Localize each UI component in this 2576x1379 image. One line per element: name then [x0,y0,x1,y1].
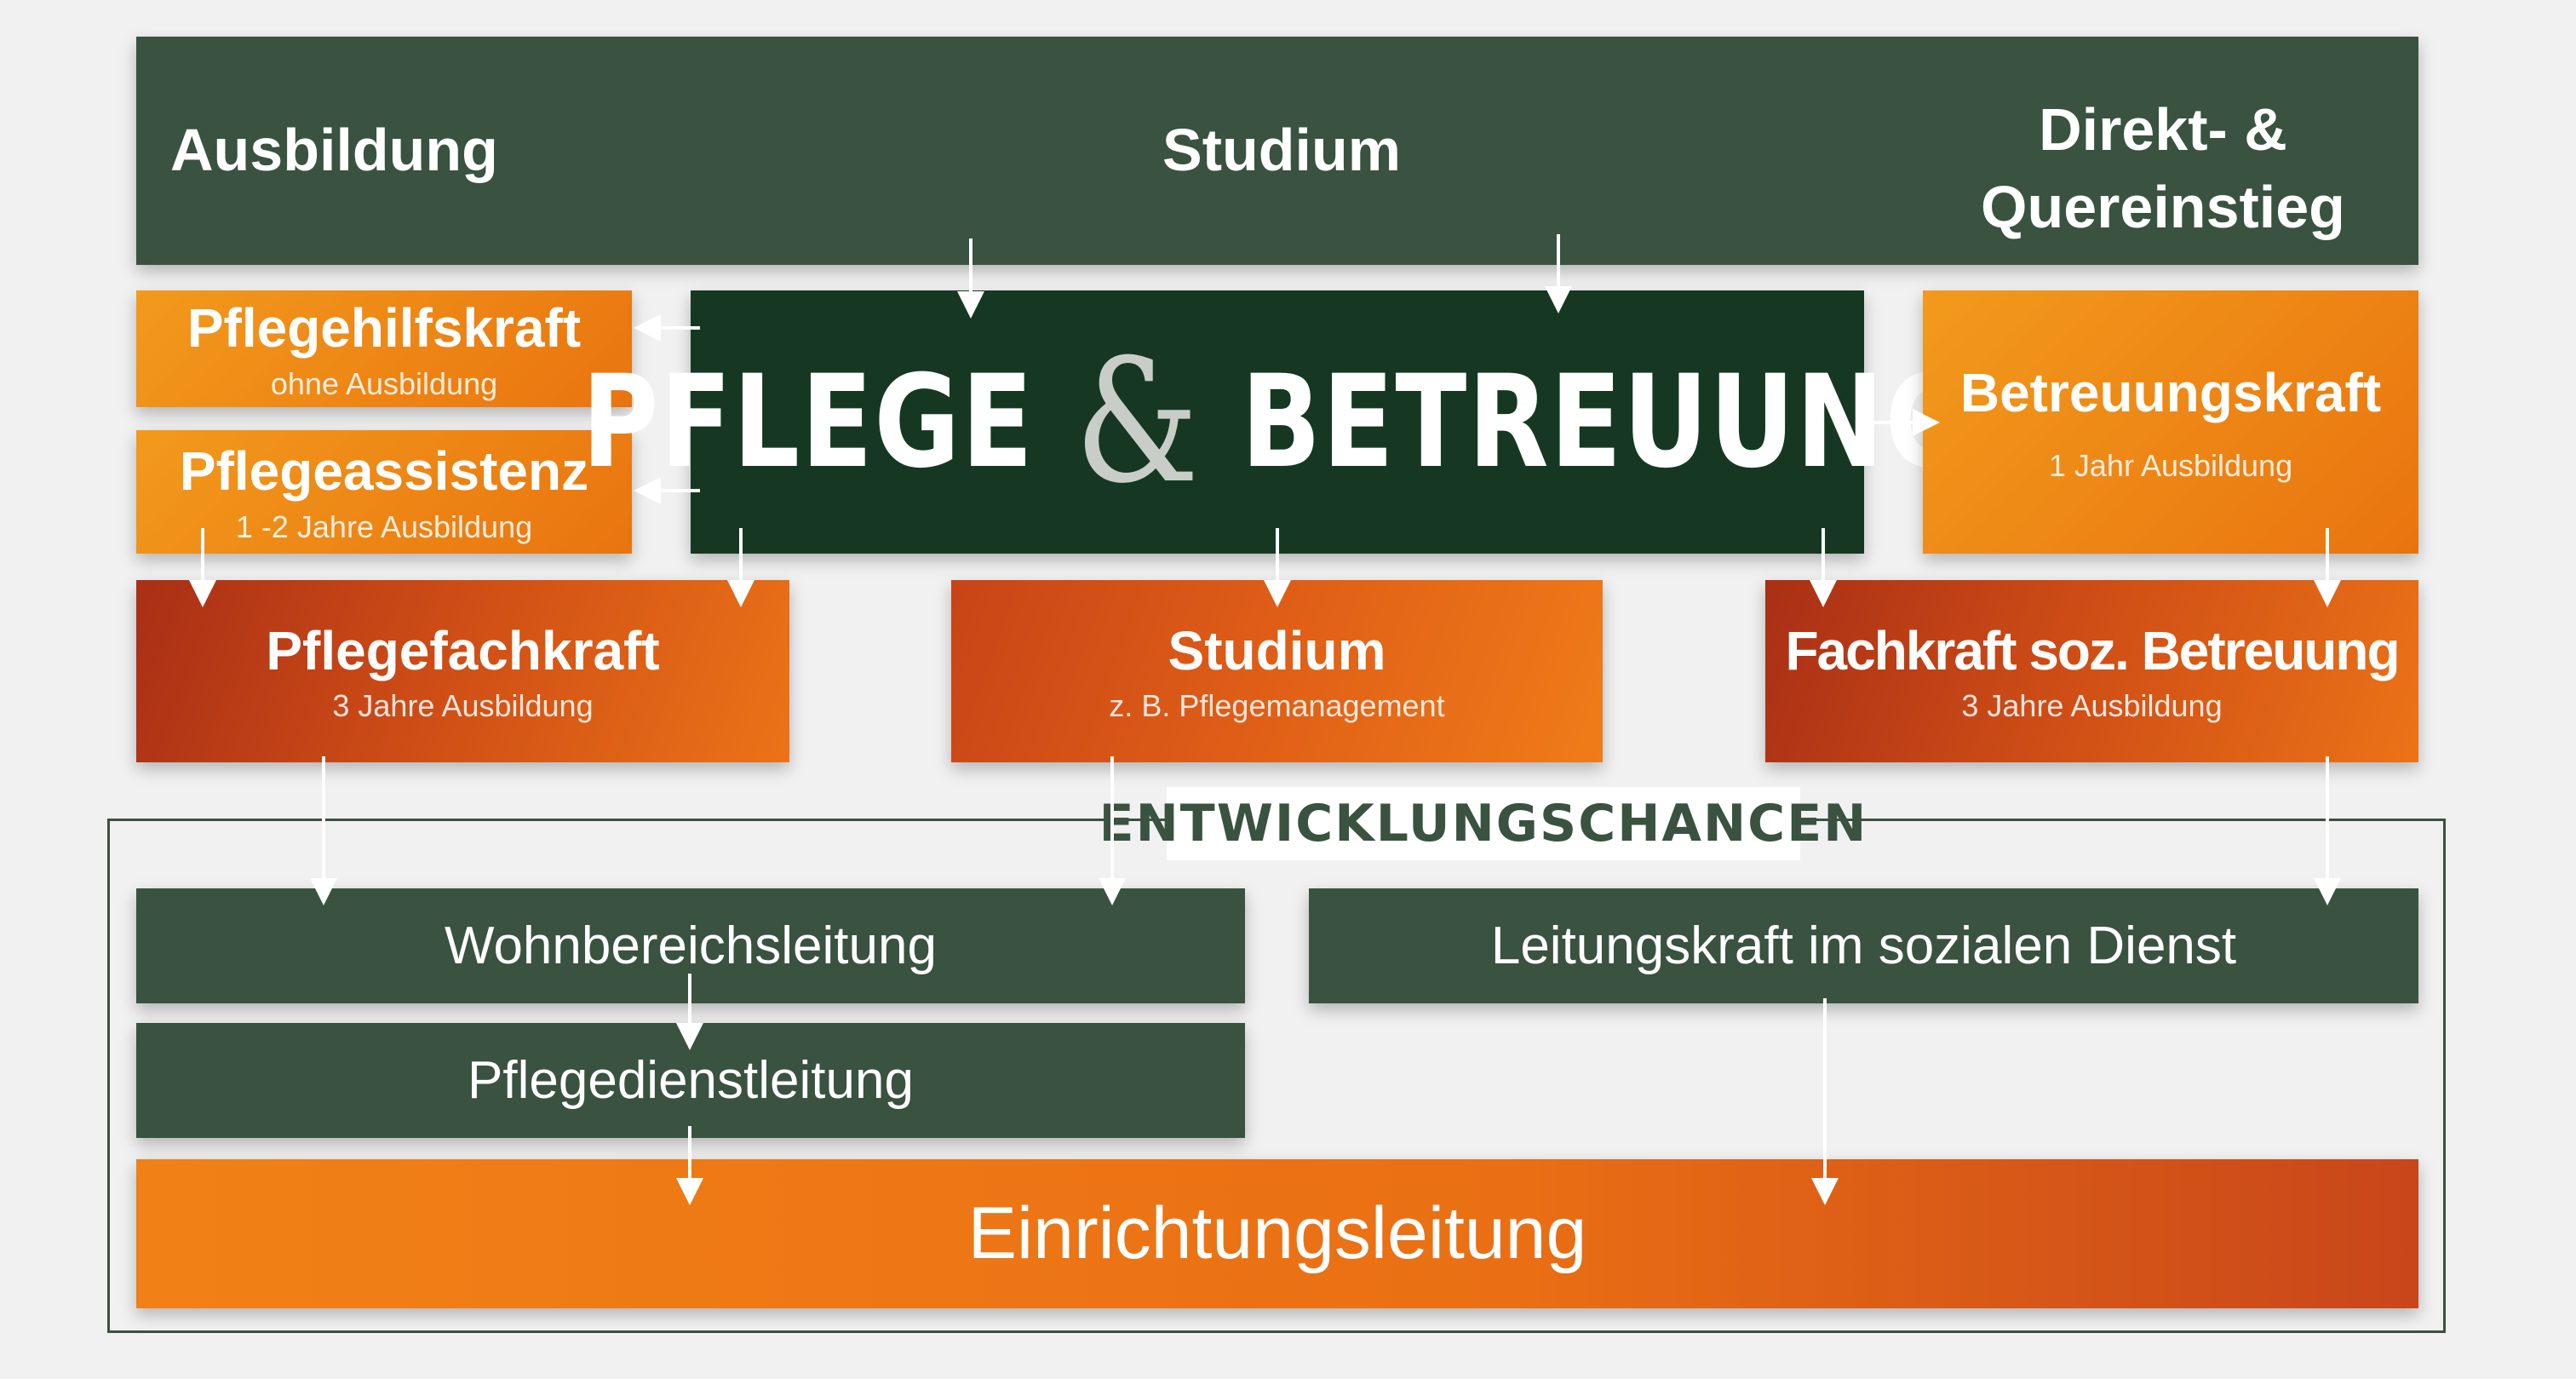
section-label-entwicklungschancen: ENTWICKLUNGSCHANCEN [1099,787,1866,860]
studium-sub: z. B. Pflegemanagement [1109,688,1445,724]
box-studium: Studium z. B. Pflegemanagement [951,580,1603,762]
betreuungskraft-sub: 1 Jahr Ausbildung [2048,447,2293,483]
pflegefachkraft-sub: 3 Jahre Ausbildung [332,688,594,724]
center-pflege-betreuung: PFLEGE & BETREUUNG [582,290,1971,554]
header-direkt-line2: Quereinstieg [1981,174,2345,240]
box-leitungskraft: Leitungskraft im sozialen Dienst [1309,888,2418,1003]
box-pflegefachkraft: Pflegefachkraft 3 Jahre Ausbildung [136,580,789,762]
box-einrichtungsleitung: Einrichtungsleitung [136,1159,2418,1308]
box-wohnbereichsleitung: Wohnbereichsleitung [136,888,1245,1003]
header-ausbildung: Ausbildung [170,117,498,183]
center-title: PFLEGE & BETREUUNG [582,323,1973,521]
leitungskraft-label: Leitungskraft im sozialen Dienst [1490,916,2237,975]
box-fachkraft-soz-betreuung: Fachkraft soz. Betreuung 3 Jahre Ausbild… [1765,580,2418,762]
einrichtungsleitung-label: Einrichtungsleitung [967,1192,1587,1274]
box-pflegehilfskraft: Pflegehilfskraft ohne Ausbildung [136,290,632,407]
box-betreuungskraft: Betreuungskraft 1 Jahr Ausbildung [1923,290,2418,554]
studium-title: Studium [1168,619,1386,681]
pflegehilfskraft-title: Pflegehilfskraft [186,297,582,359]
fachkraft-sub: 3 Jahre Ausbildung [1961,688,2223,724]
pflegefachkraft-title: Pflegefachkraft [266,619,660,681]
header-studium: Studium [1162,117,1401,183]
pflegeassistenz-title: Pflegeassistenz [179,440,589,503]
box-pflegeassistenz: Pflegeassistenz 1 -2 Jahre Ausbildung [136,430,632,554]
pflegehilfskraft-sub: ohne Ausbildung [270,365,498,401]
pflegedienstleitung-label: Pflegedienstleitung [468,1051,914,1110]
center-ampersand: & [1075,323,1202,521]
header-direkt-quereinstieg: Direkt- & Quereinstieg [1942,91,2384,246]
center-word-pflege: PFLEGE [582,348,1035,497]
wohnbereichsleitung-label: Wohnbereichsleitung [445,916,937,975]
betreuungskraft-title: Betreuungskraft [1959,362,2382,424]
header-direkt-line1: Direkt- & [2039,96,2287,163]
center-word-betreuung: BETREUUNG [1241,348,1973,497]
fachkraft-title: Fachkraft soz. Betreuung [1785,619,2400,681]
header-bar: Ausbildung Studium Direkt- & Quereinstie… [136,37,2418,265]
pflegeassistenz-sub: 1 -2 Jahre Ausbildung [235,509,533,544]
